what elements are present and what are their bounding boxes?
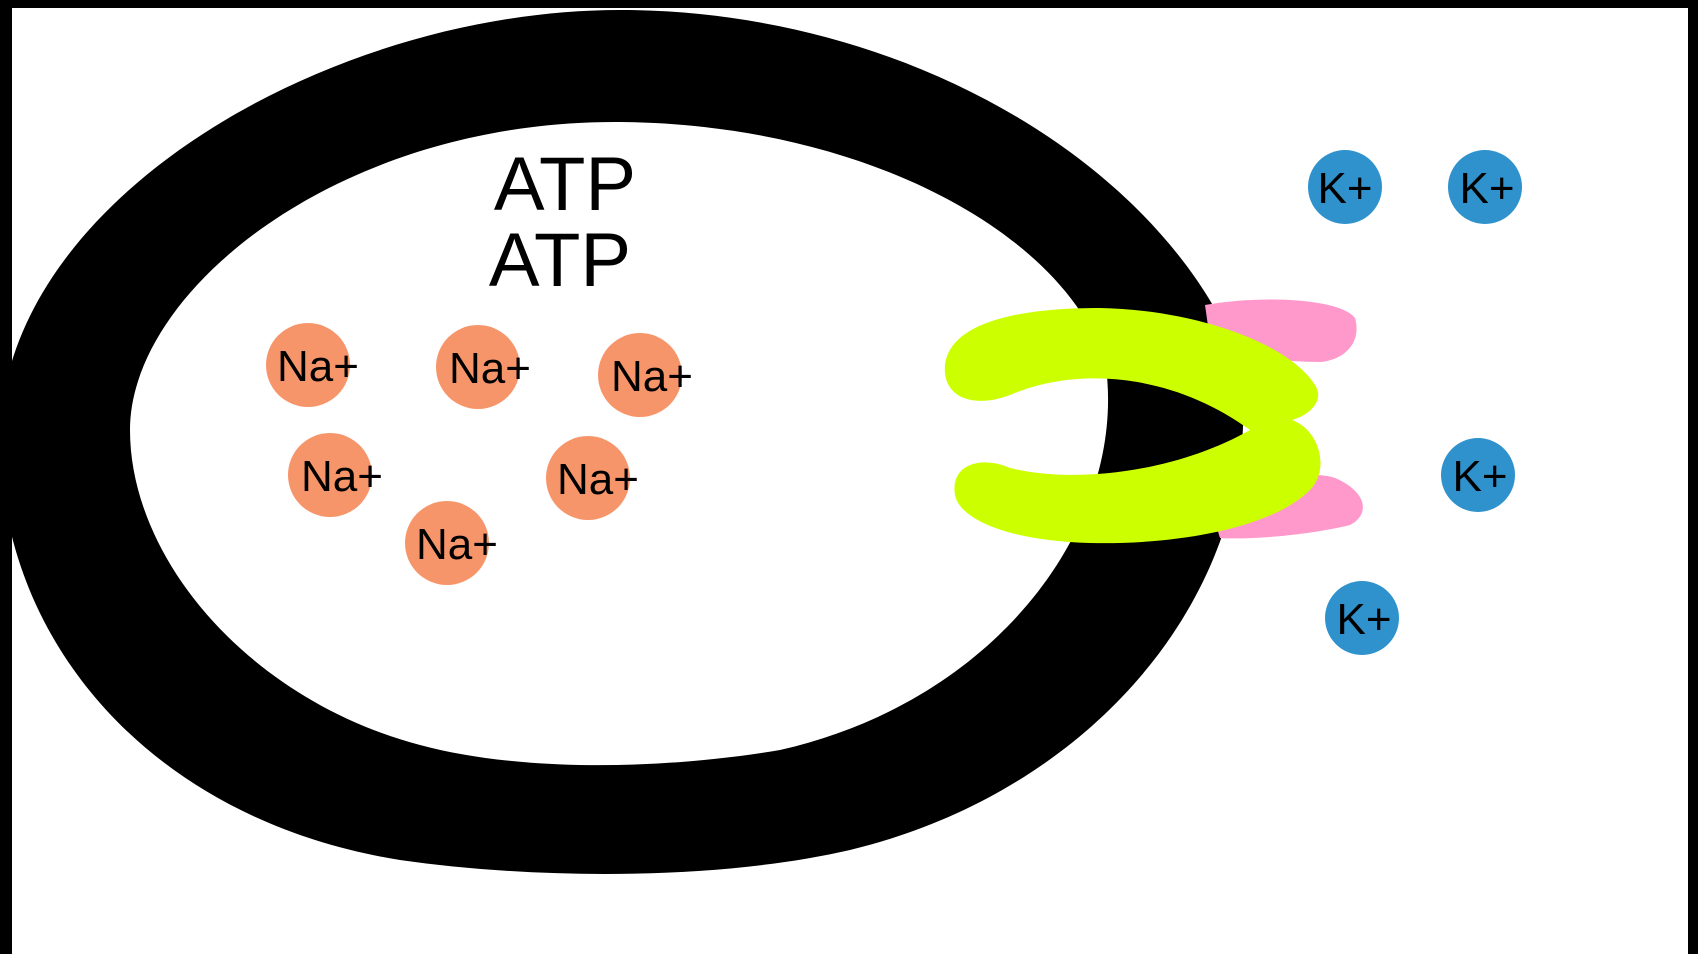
atp-label-2: ATP bbox=[489, 218, 631, 303]
sodium-ion-circle bbox=[598, 333, 682, 417]
potassium-ion: K+ bbox=[1325, 581, 1399, 655]
sodium-ion: Na+ bbox=[436, 325, 531, 409]
sodium-ion-circle bbox=[266, 323, 350, 407]
sodium-ion-circle bbox=[405, 501, 489, 585]
sodium-ion: Na+ bbox=[546, 436, 639, 520]
sodium-ion-label: Na+ bbox=[611, 352, 693, 401]
sodium-ion-label: Na+ bbox=[416, 520, 498, 569]
potassium-ion: K+ bbox=[1448, 150, 1522, 224]
potassium-ion-circle bbox=[1308, 150, 1382, 224]
potassium-ion-label: K+ bbox=[1336, 595, 1391, 644]
potassium-ion-circle bbox=[1441, 438, 1515, 512]
potassium-ion: K+ bbox=[1308, 150, 1382, 224]
atp-label-1: ATP bbox=[494, 142, 636, 227]
sodium-ion-circle bbox=[436, 325, 520, 409]
sodium-ion: Na+ bbox=[405, 501, 498, 585]
sodium-ion-label: Na+ bbox=[449, 344, 531, 393]
potassium-ion-circle bbox=[1448, 150, 1522, 224]
potassium-ion-circle bbox=[1325, 581, 1399, 655]
sodium-ion-label: Na+ bbox=[301, 452, 383, 501]
sodium-ion-label: Na+ bbox=[277, 342, 359, 391]
potassium-ion: K+ bbox=[1441, 438, 1515, 512]
sodium-ion-label: Na+ bbox=[557, 455, 639, 504]
sodium-ion-circle bbox=[288, 433, 372, 517]
sodium-ion: Na+ bbox=[288, 433, 383, 517]
potassium-ion-label: K+ bbox=[1452, 452, 1507, 501]
sodium-ion: Na+ bbox=[598, 333, 693, 417]
potassium-ion-label: K+ bbox=[1459, 164, 1514, 213]
sodium-ion-circle bbox=[546, 436, 630, 520]
sodium-potassium-pump-protein bbox=[944, 308, 1321, 544]
potassium-ion-label: K+ bbox=[1317, 164, 1372, 213]
sodium-ion: Na+ bbox=[266, 323, 359, 407]
